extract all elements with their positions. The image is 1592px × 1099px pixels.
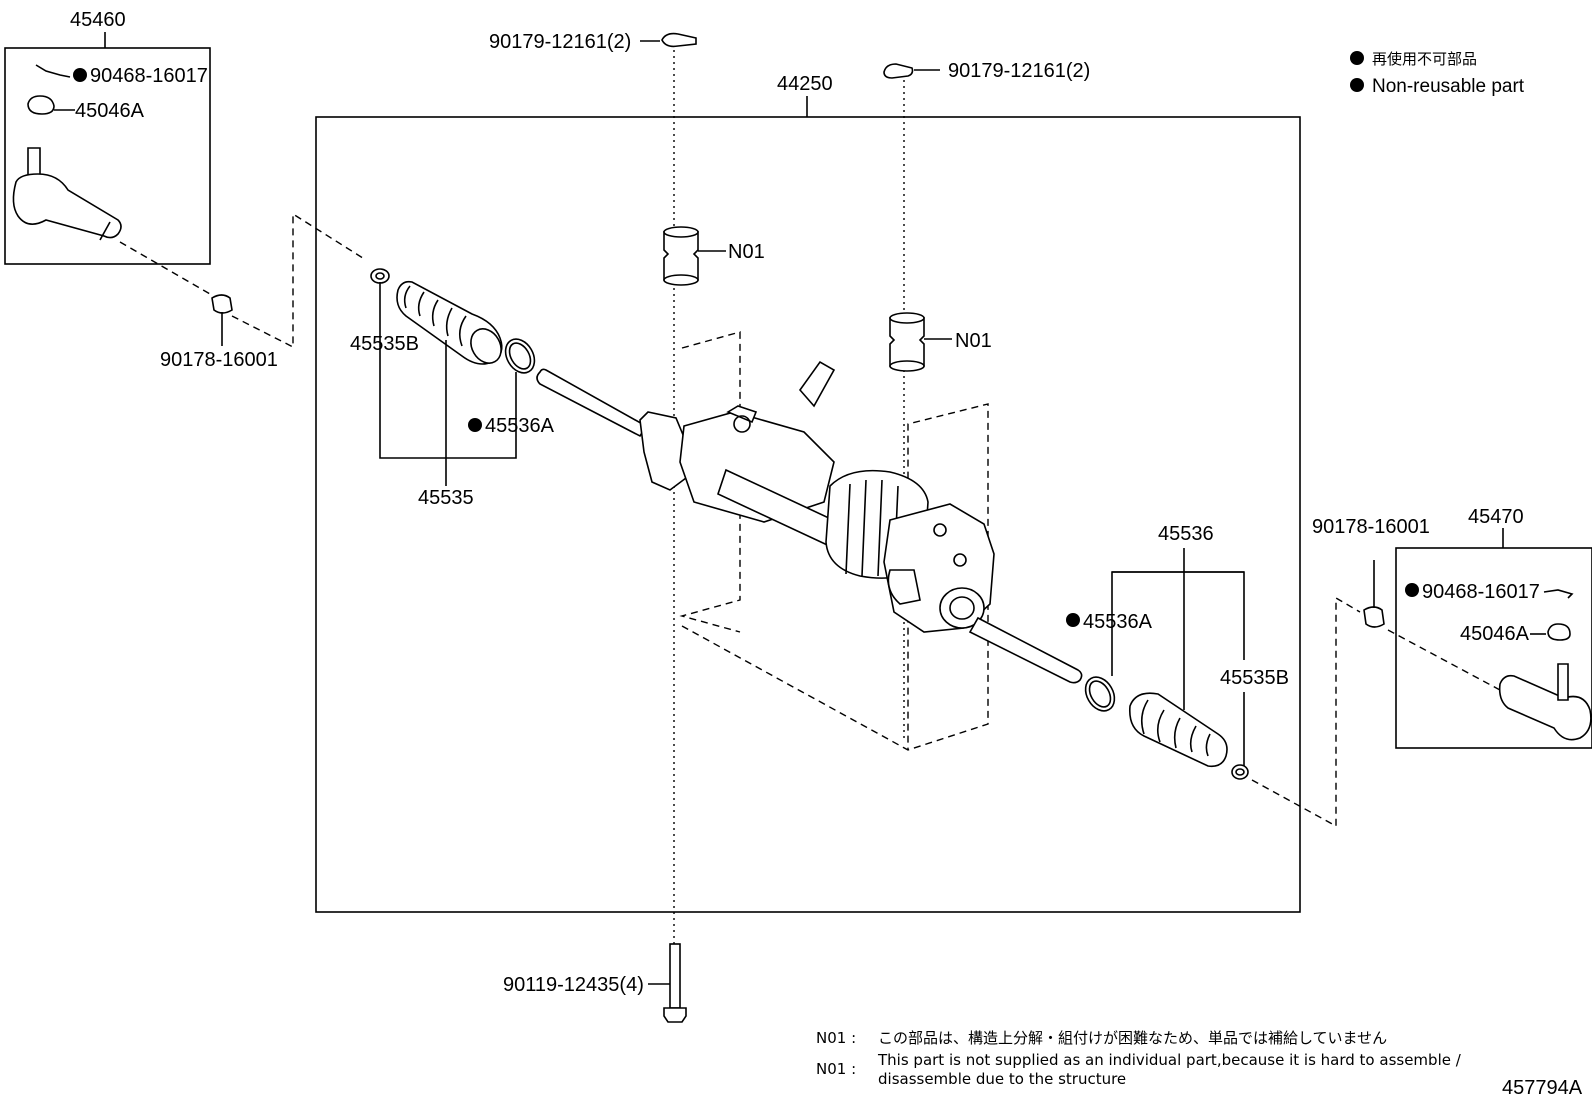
bushing-upper-part bbox=[663, 226, 699, 286]
bolt-label: 90119-12435(4) bbox=[503, 974, 644, 996]
legend: 再使用不可部品 Non-reusable part bbox=[1350, 50, 1525, 97]
gear-assembly-box bbox=[315, 116, 1301, 913]
note-label-2: N01 : bbox=[816, 1060, 856, 1078]
bracket-right-icon bbox=[883, 63, 914, 79]
gear-assembly-number: 44250 bbox=[777, 73, 833, 95]
bracket-right-label: 90179-12161(2) bbox=[948, 60, 1090, 82]
left-nut-label: 90178-16001 bbox=[160, 349, 278, 371]
bracket-left-label: 90179-12161(2) bbox=[489, 31, 631, 53]
legend-dot-jp bbox=[1350, 51, 1364, 65]
legend-jp: 再使用不可部品 bbox=[1372, 50, 1477, 68]
right-tie-rod-end-number: 45470 bbox=[1468, 506, 1524, 528]
left-tie-rod-end-box bbox=[4, 47, 211, 265]
note-en-line1: This part is not supplied as an individu… bbox=[877, 1051, 1462, 1069]
left-ring-icon bbox=[35, 64, 71, 78]
note-jp: この部品は、構造上分解・組付けが困難なため、単品では補給していません bbox=[878, 1029, 1387, 1047]
right-inner-ring-label: 90468-16017 bbox=[1422, 581, 1540, 603]
right-boot-set-label: 45536 bbox=[1158, 523, 1214, 545]
right-clip-label: 45535B bbox=[1220, 667, 1289, 689]
left-tie-rod-end-number: 45460 bbox=[70, 9, 126, 31]
notes: N01 : この部品は、構造上分解・組付けが困難なため、単品では補給していません… bbox=[816, 1029, 1462, 1088]
left-boot-set-label: 45535 bbox=[418, 487, 474, 509]
right-clip-part bbox=[1231, 764, 1249, 780]
steering-rack-part bbox=[536, 360, 1083, 684]
bolt-part bbox=[663, 943, 687, 1023]
left-clip-label: 45535B bbox=[350, 333, 419, 355]
left-boot-part bbox=[396, 280, 503, 365]
right-cap-label: 45046A bbox=[1460, 623, 1530, 645]
figure-id: 457794A bbox=[1502, 1077, 1583, 1099]
left-clamp-dot bbox=[468, 418, 482, 432]
right-ring-icon bbox=[1543, 589, 1574, 599]
bushing-lower-label: N01 bbox=[955, 330, 992, 352]
left-inner-ring-label: 90468-16017 bbox=[90, 65, 208, 87]
bracket-right-group: 90179-12161(2) bbox=[883, 60, 1090, 82]
right-tie-rod-end-group: 45470 90468-16017 45046A bbox=[1395, 506, 1592, 749]
left-cap-label: 45046A bbox=[75, 100, 145, 122]
right-nut-part bbox=[1363, 606, 1385, 628]
left-inner-ring-dot bbox=[73, 68, 87, 82]
right-clamp-dot bbox=[1066, 613, 1080, 627]
bracket-left-icon bbox=[661, 32, 697, 48]
right-nut-label: 90178-16001 bbox=[1312, 516, 1430, 538]
right-tie-rod-end-part bbox=[1498, 663, 1592, 741]
left-tie-rod-end-part bbox=[12, 147, 122, 241]
bushing-lower-part bbox=[889, 312, 925, 372]
right-boot-part bbox=[1128, 692, 1228, 768]
bushing-upper-label: N01 bbox=[728, 241, 765, 263]
left-clamp-part bbox=[504, 338, 536, 374]
bracket-left-group: 90179-12161(2) bbox=[489, 31, 697, 53]
left-tie-rod-end-group: 45460 90468-16017 45046A bbox=[4, 9, 211, 265]
legend-en: Non-reusable part bbox=[1372, 76, 1525, 97]
right-clamp-part bbox=[1084, 676, 1116, 712]
right-clamp-label: 45536A bbox=[1083, 611, 1153, 633]
note-en-line2: disassemble due to the structure bbox=[878, 1070, 1126, 1088]
left-cap-icon bbox=[27, 95, 55, 115]
right-cap-icon bbox=[1547, 623, 1571, 641]
left-clamp-label: 45536A bbox=[485, 415, 555, 437]
left-clip-part bbox=[370, 268, 390, 284]
legend-dot-en bbox=[1350, 78, 1364, 92]
note-label-1: N01 : bbox=[816, 1029, 856, 1047]
right-inner-ring-dot bbox=[1405, 583, 1419, 597]
left-nut-part bbox=[211, 294, 233, 314]
right-tie-rod-end-box bbox=[1395, 547, 1592, 749]
